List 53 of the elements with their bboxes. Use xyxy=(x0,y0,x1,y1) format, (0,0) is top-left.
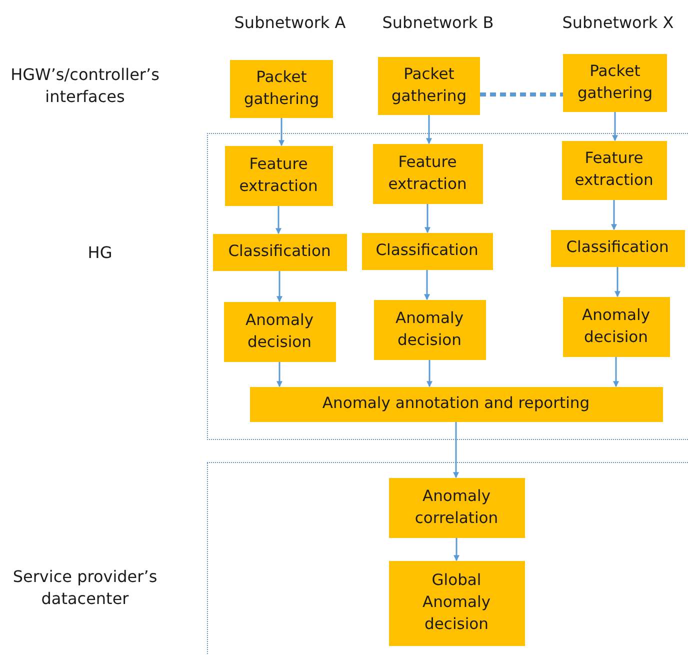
group-frame xyxy=(207,133,688,440)
arrow xyxy=(426,360,432,388)
arrow xyxy=(614,266,620,298)
arrow xyxy=(454,538,460,562)
row-column-label: Subnetwork X xyxy=(561,12,675,34)
box-label: Classification xyxy=(376,240,478,262)
process-box xyxy=(224,302,336,362)
process-box xyxy=(550,230,684,266)
box-label: Packet gathering xyxy=(390,64,468,107)
arrow xyxy=(424,270,430,300)
arrow xyxy=(276,362,282,388)
box-label: Feature extraction xyxy=(574,148,654,191)
process-box xyxy=(563,54,667,112)
arrow xyxy=(426,115,432,144)
process-box xyxy=(378,57,480,115)
process-box xyxy=(362,232,492,270)
arrow xyxy=(276,206,282,234)
process-box xyxy=(224,146,332,206)
group-frame xyxy=(207,462,688,655)
box-label: Anomaly decision xyxy=(244,310,314,352)
box-label: Anomaly decision xyxy=(394,308,464,350)
arrow xyxy=(612,112,618,142)
row-column-label: HGW’s/controller’s interfaces xyxy=(10,64,160,108)
box-label: Global Anomaly decision xyxy=(422,570,492,635)
box-label: Feature extraction xyxy=(387,152,468,194)
process-box xyxy=(388,560,524,646)
box-label: Anomaly decision xyxy=(581,304,651,348)
arrow xyxy=(276,270,282,302)
process-box xyxy=(562,296,670,356)
box-label: Packet gathering xyxy=(576,61,654,104)
box-label: Classification xyxy=(566,237,669,258)
process-box xyxy=(230,60,333,118)
arrow xyxy=(613,356,619,388)
process-box xyxy=(562,140,666,200)
process-box xyxy=(250,386,662,422)
box-label: Feature extraction xyxy=(238,154,319,196)
process-box xyxy=(212,234,346,270)
row-column-label: Subnetwork A xyxy=(233,12,347,34)
arrow xyxy=(278,118,284,146)
box-label: Anomaly correlation xyxy=(414,486,500,528)
connector-line xyxy=(480,92,563,96)
box-label: Classification xyxy=(228,241,331,262)
arrow xyxy=(453,422,459,478)
row-column-label: HG xyxy=(86,242,114,264)
row-column-label: Subnetwork B xyxy=(381,12,495,34)
row-column-label: Service provider’s datacenter xyxy=(12,566,158,610)
process-box xyxy=(374,300,486,360)
box-label: Packet gathering xyxy=(242,67,320,110)
box-label: Anomaly annotation and reporting xyxy=(322,393,590,414)
process-box xyxy=(372,144,482,204)
arrow xyxy=(424,204,430,234)
process-box xyxy=(388,478,524,538)
arrow xyxy=(611,200,617,230)
